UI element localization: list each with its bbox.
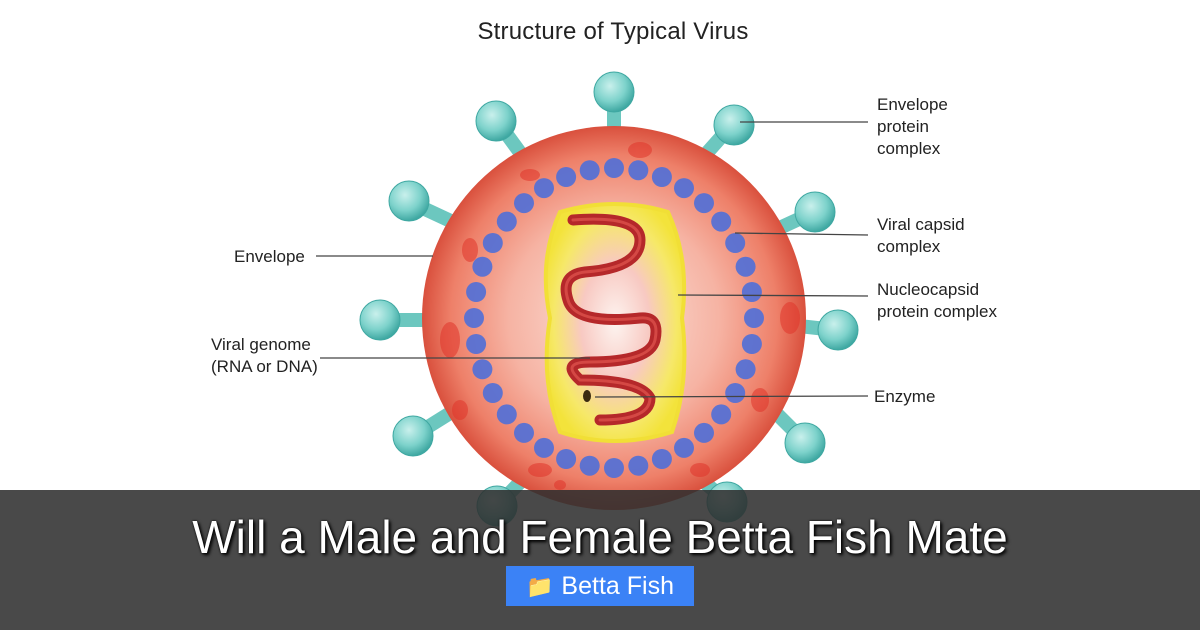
label-nucleocapsid-protein-complex: Nucleocapsid protein complex xyxy=(877,280,998,321)
capsid-protein-dot xyxy=(711,404,732,425)
capsid-protein-dot xyxy=(482,233,503,253)
leader-lines xyxy=(316,121,869,398)
category-tag[interactable]: 📁 Betta Fish xyxy=(506,566,694,606)
capsid-protein-dot xyxy=(579,455,600,476)
site-logo-icon xyxy=(1085,0,1165,8)
capsid-protein-dot xyxy=(482,383,503,403)
capsid-protein-dot xyxy=(694,422,714,443)
capsid-protein-dot xyxy=(514,422,534,443)
capsid-protein-dot xyxy=(464,308,484,328)
capsid-protein-ring xyxy=(464,158,764,478)
capsid-protein-dot xyxy=(472,256,493,277)
label-enzyme: Enzyme xyxy=(874,387,936,406)
capsid-protein-dot xyxy=(694,193,714,214)
enzyme-mark xyxy=(583,390,591,402)
capsid-protein-dot xyxy=(725,233,746,253)
folder-icon: 📁 xyxy=(526,574,554,599)
capsid-protein-dot xyxy=(674,178,694,199)
article-title: Will a Male and Female Betta Fish Mate xyxy=(192,511,1008,563)
capsid-protein-dot xyxy=(735,256,756,277)
capsid-protein-dot xyxy=(466,334,487,354)
capsid-protein-dot xyxy=(735,359,756,380)
capsid-protein-dot xyxy=(628,455,649,476)
capsid-protein-dot xyxy=(711,211,732,232)
capsid-protein-dot xyxy=(651,167,672,187)
label-viral-capsid-complex: Viral capsid complex xyxy=(877,215,965,256)
capsid-protein-dot xyxy=(534,437,554,458)
capsid-protein-dot xyxy=(579,160,600,181)
title-banner xyxy=(0,490,1200,630)
capsid-protein-dot xyxy=(628,160,649,181)
capsid-protein-dot xyxy=(496,404,517,425)
capsid-protein-dot xyxy=(472,359,493,380)
capsid-protein-dot xyxy=(466,282,487,302)
label-envelope-protein-complex: Envelope protein complex xyxy=(877,95,948,158)
capsid-protein-dot xyxy=(604,158,624,178)
capsid-protein-dot xyxy=(725,383,746,403)
capsid-protein-dot xyxy=(741,282,762,302)
capsid-protein-dot xyxy=(744,308,764,328)
capsid-protein-dot xyxy=(651,449,672,469)
category-label: Betta Fish xyxy=(561,572,674,600)
label-viral-genome: Viral genome (RNA or DNA) xyxy=(211,335,318,376)
envelope-red-patches xyxy=(440,142,800,490)
capsid-protein-dot xyxy=(674,437,694,458)
capsid-protein-dot xyxy=(496,211,517,232)
capsid-protein-dot xyxy=(534,178,554,199)
diagram-title: Structure of Typical Virus xyxy=(477,18,749,45)
capsid-protein-dot xyxy=(604,458,624,478)
capsid-protein-dot xyxy=(514,193,534,214)
label-envelope: Envelope xyxy=(234,247,305,266)
capsid-protein-dot xyxy=(556,167,577,187)
capsid-protein-dot xyxy=(741,334,762,354)
capsid-protein-dot xyxy=(556,449,577,469)
